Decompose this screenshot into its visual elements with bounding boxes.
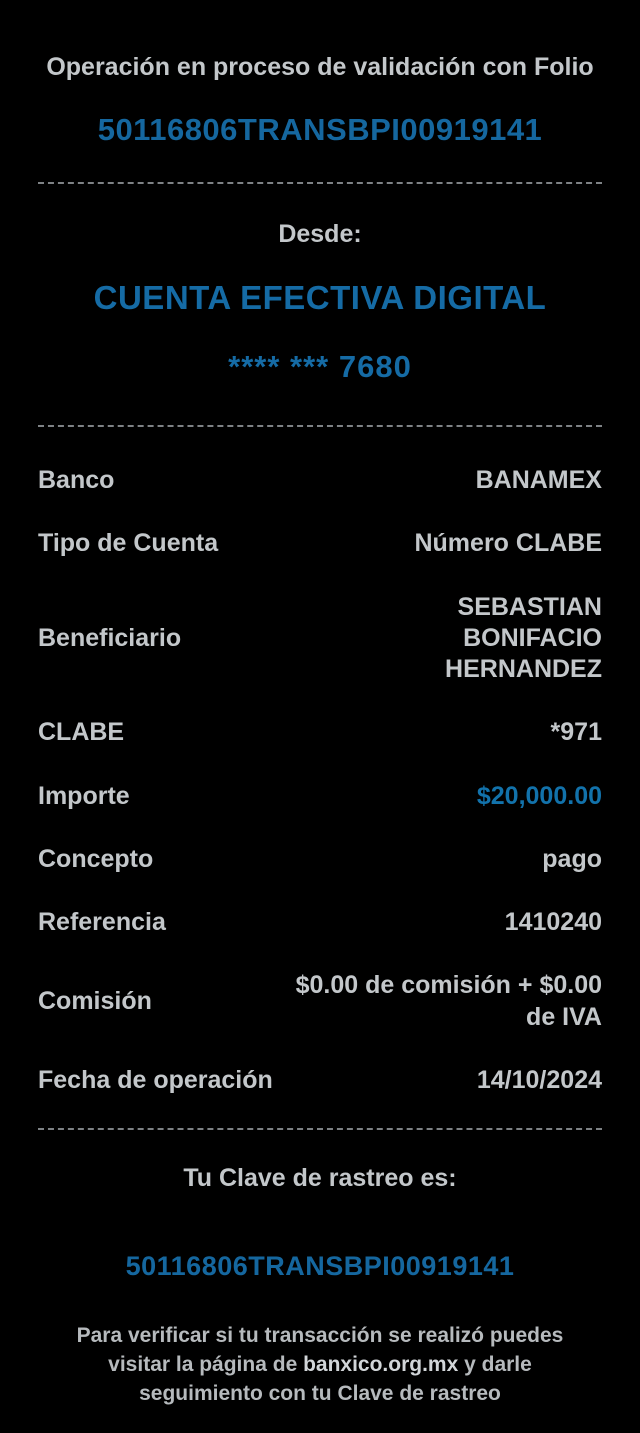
divider-top xyxy=(38,182,602,184)
transfer-details: Banco BANAMEX Tipo de Cuenta Número CLAB… xyxy=(38,465,602,1096)
detail-label: Importe xyxy=(38,781,130,810)
amount-value: $20,000.00 xyxy=(476,781,602,810)
source-account-name: CUENTA EFECTIVA DIGITAL xyxy=(93,279,547,316)
detail-label: Beneficiario xyxy=(38,623,182,652)
tracking-key-label: Tu Clave de rastreo es: xyxy=(183,1164,457,1192)
tracking-key-value: 50116806TRANSBPI00919141 xyxy=(125,1251,515,1281)
banxico-link[interactable]: banxico.org.mx xyxy=(303,1352,459,1376)
detail-value: *971 xyxy=(550,718,602,747)
detail-row-referencia: Referencia 1410240 xyxy=(38,907,602,938)
detail-label: Concepto xyxy=(38,844,154,873)
detail-label: Referencia xyxy=(38,908,166,936)
detail-row-comision: Comisión $0.00 de comisión + $0.00 de IV… xyxy=(38,970,602,1033)
detail-value: 1410240 xyxy=(504,908,602,936)
detail-row-tipo-cuenta: Tipo de Cuenta Número CLABE xyxy=(38,528,602,559)
source-account-mask: **** *** 7680 xyxy=(228,349,412,384)
detail-label: Comisión xyxy=(38,986,152,1015)
detail-value: $0.00 de comisión + $0.00 de IVA xyxy=(295,971,602,1031)
folio-number: 50116806TRANSBPI00919141 xyxy=(97,112,543,147)
detail-row-concepto: Concepto pago xyxy=(38,844,602,875)
detail-label: Banco xyxy=(38,466,115,494)
detail-row-importe: Importe $20,000.00 xyxy=(38,781,602,812)
detail-value: SEBASTIAN BONIFACIO HERNANDEZ xyxy=(445,592,602,684)
detail-label: CLABE xyxy=(38,718,125,747)
detail-label: Fecha de operación xyxy=(38,1065,273,1094)
detail-row-banco: Banco BANAMEX xyxy=(38,465,602,496)
verification-note: Para verificar si tu transacción se real… xyxy=(60,1322,580,1409)
detail-value: BANAMEX xyxy=(475,466,602,494)
detail-value: pago xyxy=(542,844,602,873)
detail-row-clabe: CLABE *971 xyxy=(38,717,602,748)
detail-value: 14/10/2024 xyxy=(476,1065,602,1094)
from-label: Desde: xyxy=(278,220,362,248)
detail-row-fecha-operacion: Fecha de operación 14/10/2024 xyxy=(38,1065,602,1096)
detail-value: Número CLABE xyxy=(414,529,602,558)
validation-header: Operación en proceso de validación con F… xyxy=(46,53,594,81)
divider-bottom xyxy=(38,1128,602,1130)
detail-label: Tipo de Cuenta xyxy=(38,529,219,558)
detail-row-beneficiario: Beneficiario SEBASTIAN BONIFACIO HERNAND… xyxy=(38,592,602,686)
divider-middle xyxy=(38,425,602,427)
